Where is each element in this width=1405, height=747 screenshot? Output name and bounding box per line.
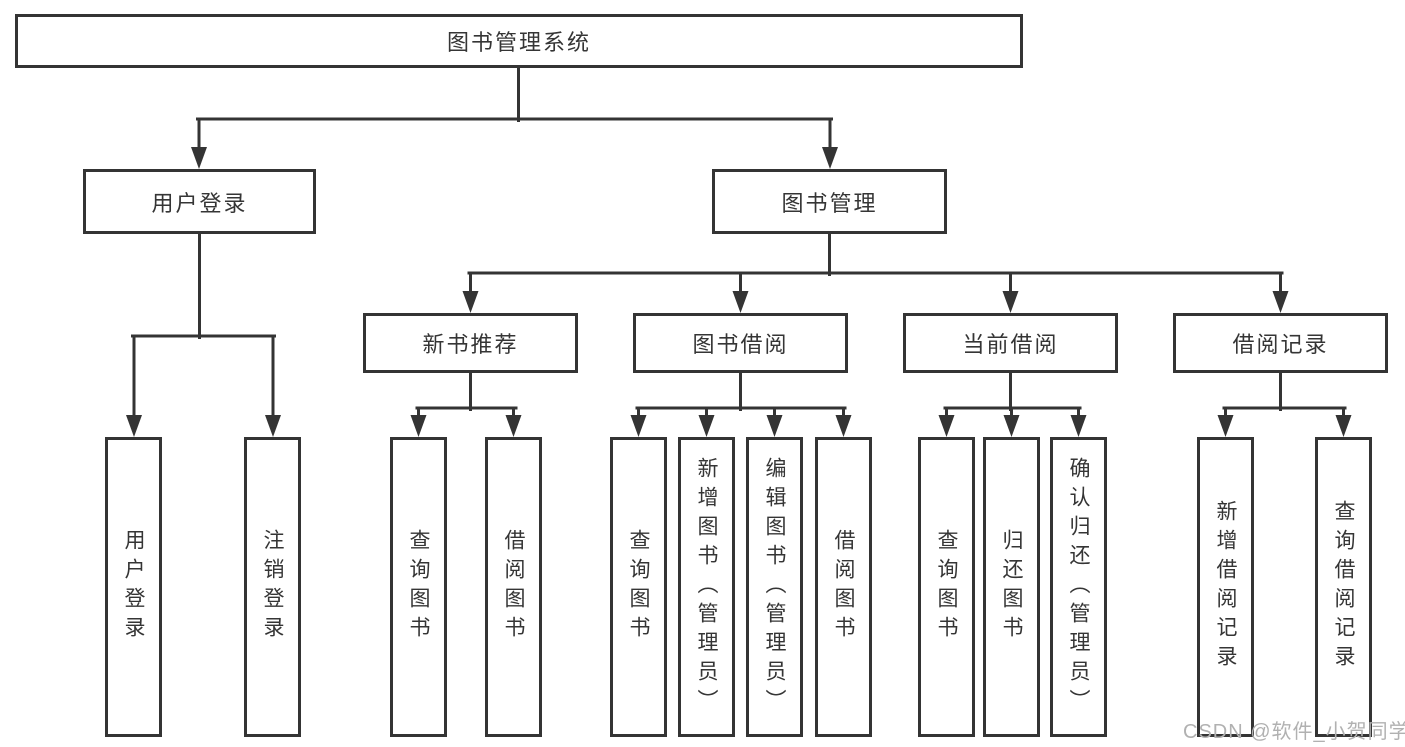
arrow-down-icon [938,415,955,437]
node-label: 图书管理 [781,190,878,216]
node-label: 查询图书 [627,529,650,645]
arrow-down-icon [766,415,783,437]
node-query-books: 查询图书 [390,437,447,737]
arrow-down-icon [732,291,749,313]
node-borrow-books: 借阅图书 [815,437,872,737]
node-query-borrow-record: 查询借阅记录 [1315,437,1372,737]
node-root-system: 图书管理系统 [15,14,1023,68]
node-edit-books-admin: 编辑图书（管理员） [746,437,803,737]
node-label: 用户登录 [122,529,145,645]
node-label: 当前借阅 [962,332,1059,357]
arrow-down-icon [1335,415,1352,437]
node-label: 查询图书 [935,529,958,645]
node-label: 借阅图书 [502,529,525,645]
arrow-down-icon [126,415,142,437]
node-book-borrow: 图书借阅 [633,313,848,373]
node-return-books: 归还图书 [983,437,1040,737]
node-add-borrow-record: 新增借阅记录 [1197,437,1254,737]
arrow-down-icon [505,415,522,437]
node-confirm-return-admin: 确认归还（管理员） [1050,437,1107,737]
node-label: 图书借阅 [692,332,789,357]
node-query-books: 查询图书 [918,437,975,737]
node-user-login: 用户登录 [83,169,316,234]
arrow-down-icon [265,415,281,437]
node-label: 新增借阅记录 [1214,500,1237,674]
node-add-books-admin: 新增图书（管理员） [678,437,735,737]
arrow-down-icon [410,415,427,437]
node-new-book-recommend: 新书推荐 [363,313,578,373]
arrow-down-icon [191,147,207,169]
node-book-management: 图书管理 [712,169,947,234]
node-borrow-books: 借阅图书 [485,437,542,737]
connector-path [131,66,1347,420]
node-label: 注销登录 [261,529,284,645]
arrow-down-icon [698,415,715,437]
node-current-borrow: 当前借阅 [903,313,1118,373]
arrow-down-icon [1003,415,1020,437]
arrow-down-icon [1217,415,1234,437]
node-logout: 注销登录 [244,437,301,737]
node-label: 借阅记录 [1232,332,1329,357]
node-label: 新书推荐 [422,332,519,357]
node-label: 图书管理系统 [446,30,591,55]
arrow-down-icon [835,415,852,437]
arrow-down-icon [630,415,647,437]
arrowheads [126,147,1352,437]
node-label: 借阅图书 [832,529,855,645]
arrow-down-icon [1070,415,1087,437]
arrow-down-icon [462,291,479,313]
arrow-down-icon [822,147,838,169]
node-label: 新增图书（管理员） [695,456,718,718]
node-label: 编辑图书（管理员） [763,456,786,718]
node-label: 确认归还（管理员） [1067,456,1090,718]
node-label: 查询图书 [407,529,430,645]
arrow-down-icon [1272,291,1289,313]
arrow-down-icon [1002,291,1019,313]
node-label: 归还图书 [1000,529,1023,645]
node-user-login-leaf: 用户登录 [105,437,162,737]
node-borrow-records: 借阅记录 [1173,313,1388,373]
node-label: 用户登录 [151,190,248,216]
node-label: 查询借阅记录 [1332,500,1355,674]
csdn-watermark: CSDN @软件_小贺同学 [1183,721,1405,743]
node-query-books: 查询图书 [610,437,667,737]
